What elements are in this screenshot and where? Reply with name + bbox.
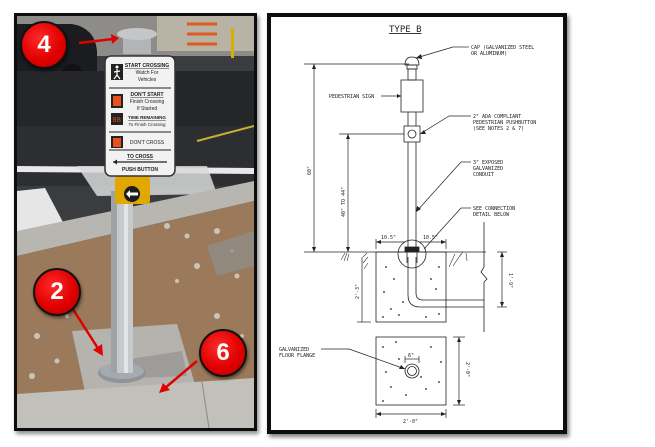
- pushbutton-symbol: [403, 125, 421, 143]
- sign-text: TO CROSS: [127, 154, 154, 160]
- sign-text: If Started: [137, 106, 158, 112]
- label-cap: CAP (GALVANIZED STEEL: [471, 45, 534, 51]
- sign-text: Watch For: [136, 70, 159, 76]
- callout-6: 6: [199, 329, 247, 377]
- label-pushbutton: PEDESTRIAN PUSHBUTTON: [473, 120, 536, 126]
- dim-right-offset: 10.5": [423, 235, 438, 241]
- sign-text: START CROSSING: [125, 63, 169, 69]
- engineering-drawing-panel: TYPE B: [267, 13, 567, 434]
- drawing-title: TYPE B: [389, 25, 422, 35]
- label-cap: OR ALUMINUM): [471, 51, 507, 57]
- sign-text: DON'T CROSS: [130, 140, 165, 146]
- dim-footing-depth: 2'-3": [355, 284, 361, 299]
- sign-text: Finish Crossing: [130, 99, 165, 105]
- dim-total-height: 60": [307, 166, 313, 175]
- dim-left-offset: 10.5": [381, 235, 396, 241]
- dim-flange-diameter: 6": [408, 353, 414, 359]
- label-flange: GALVANIZED: [279, 347, 309, 353]
- svg-text:08: 08: [113, 117, 121, 125]
- label-conduit: 3" EXPOSED: [473, 160, 503, 166]
- label-conduit: GALVANIZED: [473, 166, 503, 172]
- dim-conduit-depth: 1'-9": [507, 273, 513, 288]
- label-connection: DETAIL BELOW: [473, 212, 510, 218]
- dim-pad-width: 2'-0": [403, 419, 418, 425]
- dim-button-height: 40" TO 44": [341, 187, 347, 217]
- label-flange: FLOOR FLANGE: [279, 353, 315, 359]
- sign-text: TIME REMAINING: [128, 115, 166, 120]
- sign-text: DON'T START: [130, 92, 163, 98]
- label-pushbutton: (SEE NOTES 2 & 7): [473, 126, 524, 132]
- label-pedestrian-sign: PEDESTRIAN SIGN: [329, 94, 374, 100]
- label-connection: SEE CONNECTION: [473, 206, 515, 212]
- label-pushbutton: 2" ADA COMPLIANT: [473, 114, 521, 120]
- callout-4: 4: [20, 21, 68, 69]
- sign-text: Vehicles: [138, 77, 157, 83]
- dim-pad-depth: 2'-0": [464, 362, 470, 377]
- sign-text: PUSH BUTTON: [122, 167, 158, 173]
- callout-2: 2: [33, 268, 81, 316]
- sign-text: To Finish Crossing: [128, 122, 166, 127]
- type-b-pole-drawing: TYPE B: [279, 25, 536, 425]
- label-conduit: CONDUIT: [473, 172, 494, 178]
- pedestrian-sign-symbol: [400, 79, 424, 113]
- photo-panel: 08 START CROSSING Watch For Vehicles DON…: [14, 13, 257, 431]
